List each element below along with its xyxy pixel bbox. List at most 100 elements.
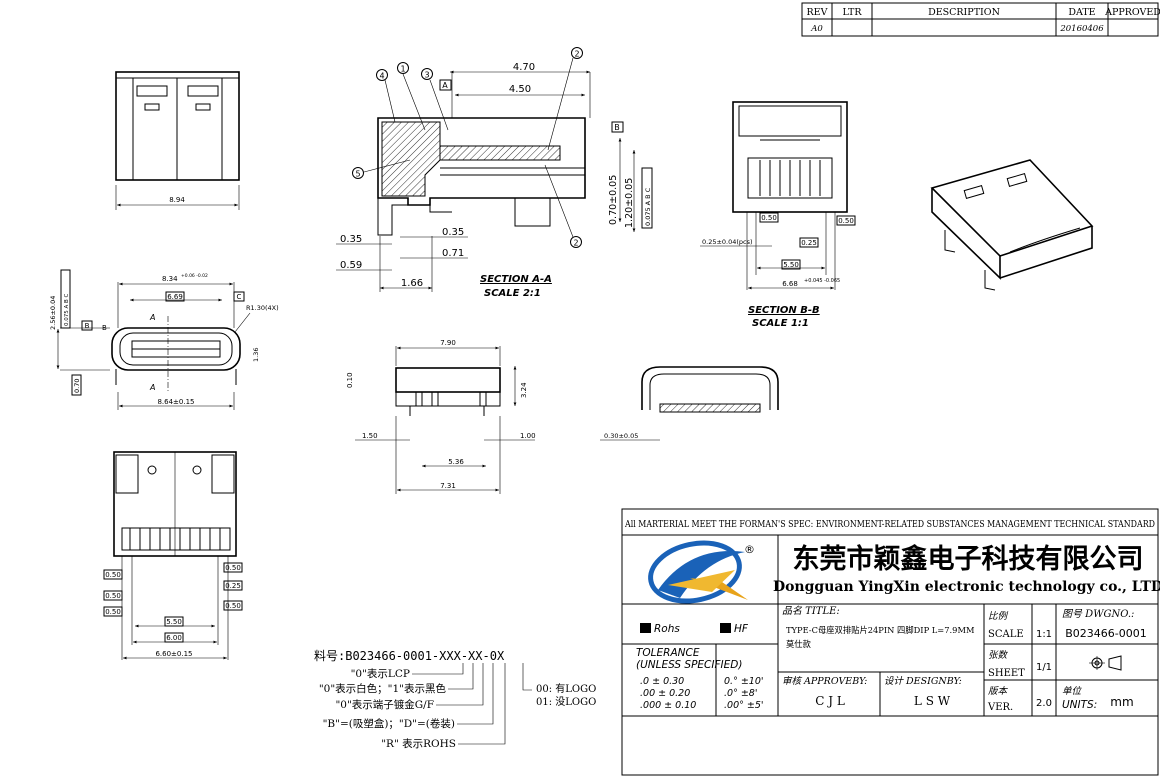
datum-c: C (237, 293, 242, 301)
projection-symbol-icon (1089, 655, 1122, 671)
pcb-layout-view: 0.50 0.50 0.50 0.50 0.25 0.50 5.50 6.00 … (103, 451, 243, 660)
dim-front-834: 8.34 (162, 275, 178, 283)
balloon-1: 1 (400, 65, 405, 74)
standard-note: All MARTERIAL MEET THE FORMAN'S SPEC: EN… (624, 519, 1155, 530)
dwg-label: 图号 DWGNO.: (1062, 609, 1134, 620)
tol-linear-1: .0 ± 0.30 (640, 676, 684, 687)
dim-pcb-550: 5.50 (166, 618, 182, 626)
tol-angle-2: .0° ±8' (724, 688, 757, 699)
units-cn: 单位 (1062, 685, 1083, 697)
part-number-legend: 料号:B023466-0001-XXX-XX-0X "0"表示LCP "0"表示… (314, 649, 596, 750)
tolerance-sub: (UNLESS SPECIFIED) (636, 659, 742, 671)
dim-a-071: 0.71 (442, 248, 464, 259)
title-value-2: 莫仕款 (786, 639, 812, 649)
part-number-label: 料号:B023466-0001-XXX-XX-0X (314, 649, 505, 663)
code-lcp: "0"表示LCP (351, 667, 410, 680)
dim-b-050-left: 0.50 (761, 214, 777, 222)
dim-side-100: 1.00 (520, 432, 536, 440)
ver-cn: 版本 (988, 686, 1009, 697)
rev-header-ltr: LTR (842, 7, 862, 18)
company-logo: ® (648, 540, 755, 604)
rev-header-date: DATE (1068, 7, 1095, 18)
balloon-3: 3 (424, 71, 429, 80)
dim-a-035-right: 0.35 (442, 227, 464, 238)
rev-row-rev: A0 (810, 24, 823, 34)
tol-angle-1: 0.° ±10' (724, 676, 764, 687)
code-plating: "0"表示端子镀金G/F (335, 698, 434, 711)
dim-b-050-right: 0.50 (838, 217, 854, 225)
section-a-view: 4.70 4.50 A B 0.70±0.05 1.20±0.05 0.075 … (336, 47, 653, 299)
dim-a-166: 1.66 (401, 278, 423, 289)
dim-b-025-pcs: 0.25±0.04(pcs) (702, 238, 753, 246)
dim-side-731: 7.31 (440, 482, 456, 490)
section-a-title: SECTION A-A (480, 274, 552, 285)
units-label: UNITS: (1062, 699, 1097, 711)
dim-a-035-left: 0.35 (340, 234, 362, 245)
side-view: 7.90 0.10 3.24 1.50 1.00 5.36 7.31 (346, 339, 536, 494)
design-label: 设计 DESIGNBY: (884, 676, 962, 687)
sheet-cn: 张数 (988, 650, 1009, 661)
tol-angle-3: .00° ±5' (724, 700, 764, 711)
dim-b-668-tol: +0.045 -0.065 (804, 278, 840, 284)
rohs-label: Rohs (654, 623, 680, 635)
dim-a-470: 4.70 (513, 62, 535, 73)
section-b-scale: SCALE 1:1 (752, 318, 809, 329)
balloon-4: 4 (379, 72, 384, 81)
front-view: 8.34 +0.06 -0.02 6.69 C R1.30(4X) A A B … (49, 269, 279, 410)
ver-label: VER. (987, 702, 1013, 713)
title-value-1: TYPE-C母座双排贴片24PIN 四脚DIP L=7.9MM (786, 625, 975, 635)
title-block: All MARTERIAL MEET THE FORMAN'S SPEC: EN… (621, 508, 1160, 776)
sheet-label: SHEET (988, 668, 1025, 679)
approve-value: C J L (815, 694, 845, 708)
hf-checkbox (720, 623, 731, 633)
dim-pcb-050-a: 0.50 (105, 571, 121, 579)
dim-front-136: 1.36 (252, 348, 260, 362)
end-view: 0.30±0.05 (600, 366, 779, 441)
dim-front-834-tol: +0.06 -0.02 (181, 273, 208, 279)
scale-label: SCALE (988, 629, 1024, 640)
dim-a-450: 4.50 (509, 84, 531, 95)
dim-b-025: 0.25 (801, 239, 817, 247)
dim-pcb-050-e: 0.50 (225, 602, 241, 610)
section-b-title: SECTION B-B (748, 305, 820, 316)
balloon-2-bottom: 2 (573, 239, 578, 248)
dim-side-324: 3.24 (520, 382, 528, 398)
isometric-view (930, 159, 1094, 291)
dim-a-070: 0.70±0.05 (608, 175, 619, 225)
dim-b-668: 6.68 (782, 280, 798, 288)
dim-pcb-050-d: 0.50 (225, 564, 241, 572)
code-logo-yes: 00: 有LOGO (536, 682, 596, 695)
code-color: "0"表示白色；"1"表示黑色 (319, 682, 447, 695)
code-rohs: "R" 表示ROHS (381, 737, 456, 750)
dim-end-030: 0.30±0.05 (604, 432, 638, 440)
balloon-5: 5 (355, 170, 360, 179)
dim-front-669: 6.69 (167, 293, 183, 301)
company-name-cn: 东莞市颖鑫电子科技有限公司 (793, 543, 1144, 575)
scale-value: 1:1 (1036, 629, 1052, 640)
section-a-scale: SCALE 2:1 (484, 288, 541, 299)
dim-front-864: 8.64±0.15 (157, 398, 194, 406)
rev-header-rev: REV (807, 7, 828, 18)
approve-label: 审核 APPROVEBY: (782, 675, 867, 687)
rev-header-description: DESCRIPTION (928, 7, 1000, 18)
design-value: L S W (914, 694, 951, 708)
rohs-checkbox (640, 623, 651, 633)
dim-side-010: 0.10 (346, 372, 354, 388)
dim-front-256: 2.56±0.04 (49, 296, 57, 330)
dim-pcb-050-b: 0.50 (105, 592, 121, 600)
tol-linear-3: .000 ± 0.10 (640, 700, 696, 711)
dim-front-radius: R1.30(4X) (246, 304, 279, 312)
code-logo-no: 01: 没LOGO (536, 696, 596, 708)
revision-table: REV LTR DESCRIPTION DATE APPROVED A0 201… (801, 2, 1160, 37)
dim-side-790: 7.90 (440, 339, 456, 347)
scale-cn: 比例 (988, 611, 1009, 622)
dwg-value: B023466-0001 (1065, 627, 1147, 640)
dim-pcb-660: 6.60±0.15 (155, 650, 192, 658)
balloon-2-top: 2 (574, 50, 579, 59)
section-b-view: 0.50 0.50 0.25±0.04(pcs) 0.25 5.50 6.68 … (700, 101, 856, 329)
dim-front-070: 0.70 (73, 379, 81, 393)
dim-pcb-025: 0.25 (225, 582, 241, 590)
dim-top-width: 8.94 (169, 196, 185, 204)
sheet-value: 1/1 (1036, 662, 1052, 673)
